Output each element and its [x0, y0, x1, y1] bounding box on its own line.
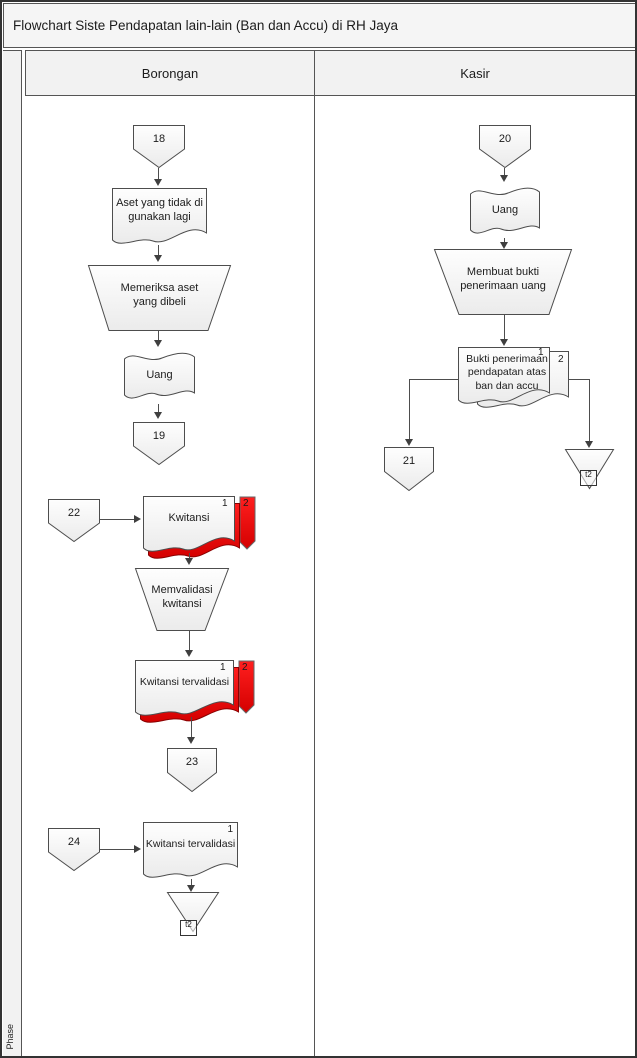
document-uang-borongan: Uang — [124, 349, 195, 403]
lane-body-kasir: 20 Uang Membuat bukti penerimaan uang Bu… — [315, 96, 635, 1056]
flow-line — [189, 553, 190, 558]
manual-op-memeriksa: Memeriksa aset yang dibeli — [87, 265, 232, 331]
arrowhead-down-icon — [185, 650, 193, 657]
arrowhead-down-icon — [500, 242, 508, 249]
offpage-connector-19: 19 — [133, 422, 185, 466]
arrowhead-down-icon — [500, 175, 508, 182]
arrowhead-down-icon — [500, 339, 508, 346]
arrowhead-down-icon — [154, 412, 162, 419]
lane-header-borongan: Borongan — [25, 50, 315, 96]
multidoc-bukti-penerimaan: Bukti penerimaan pendapatan atas ban dan… — [458, 347, 574, 409]
flow-line — [100, 519, 134, 520]
copy-1-label: 1 — [220, 662, 226, 673]
flow-line — [158, 168, 159, 179]
flow-line — [409, 379, 458, 380]
copy-1-label: 1 — [222, 498, 228, 509]
offpage-connector-20: 20 — [479, 125, 531, 169]
phase-label: Phase — [5, 1024, 15, 1050]
lane-label-borongan: Borongan — [141, 65, 199, 81]
offpage-connector-18: 18 — [133, 125, 185, 169]
copy-1-label: 1 — [227, 824, 233, 835]
archive-tag-kasir: t2 — [580, 470, 597, 486]
flow-line — [569, 379, 590, 380]
flow-line — [504, 315, 505, 339]
archive-tag-borongan: t2 — [180, 920, 197, 936]
arrowhead-down-icon — [187, 885, 195, 892]
arrowhead-down-icon — [185, 558, 193, 565]
manual-op-membuat-bukti: Membuat bukti penerimaan uang — [433, 249, 573, 315]
arrowhead-down-icon — [154, 340, 162, 347]
copy-2-label: 2 — [242, 662, 248, 673]
arrowhead-down-icon — [187, 737, 195, 744]
offpage-connector-22: 22 — [48, 499, 100, 543]
lane-header-kasir: Kasir — [314, 50, 635, 96]
archive-tag-label: t2 — [585, 470, 592, 479]
flow-line — [589, 379, 590, 441]
flow-line — [158, 245, 159, 255]
flow-line — [100, 849, 134, 850]
copy-1-label: 1 — [538, 347, 544, 358]
lane-divider — [314, 50, 315, 1056]
archive-triangle-borongan — [166, 892, 220, 933]
arrowhead-down-icon — [154, 179, 162, 186]
multidoc-kwitansi-tervalidasi: Kwitansi tervalidasi 1 2 — [135, 660, 255, 723]
diagram-title: Flowchart Siste Pendapatan lain-lain (Ba… — [13, 18, 398, 33]
archive-tag-label: t2 — [185, 920, 192, 929]
flow-line — [504, 238, 505, 242]
flow-line — [189, 631, 190, 650]
diagram-title-bar: Flowchart Siste Pendapatan lain-lain (Ba… — [3, 3, 635, 48]
arrowhead-right-icon — [134, 515, 141, 523]
lane-label-kasir: Kasir — [460, 65, 490, 81]
flow-line — [158, 404, 159, 412]
arrowhead-down-icon — [154, 255, 162, 262]
multidoc-kwitansi: Kwitansi 1 2 — [143, 496, 256, 559]
flow-line — [191, 879, 192, 885]
flow-line — [504, 168, 505, 175]
copy-2-label: 2 — [243, 498, 249, 509]
arrowhead-down-icon — [585, 441, 593, 448]
document-uang-kasir: Uang — [470, 184, 540, 238]
phase-strip: Phase — [3, 50, 22, 1056]
document-aset: Aset yang tidak di gunakan lagi — [112, 188, 207, 245]
arrowhead-right-icon — [134, 845, 141, 853]
archive-triangle-kasir — [564, 449, 615, 490]
offpage-connector-21: 21 — [384, 447, 434, 492]
manual-op-memvalidasi: Memvalidasi kwitansi — [134, 568, 230, 631]
flow-line — [191, 717, 192, 737]
offpage-connector-23: 23 — [167, 748, 217, 793]
lane-body-borongan: 18 Aset yang tidak di gunakan lagi Memer… — [24, 96, 314, 1056]
copy-2-label: 2 — [558, 354, 564, 365]
offpage-connector-24: 24 — [48, 828, 100, 872]
arrowhead-down-icon — [405, 439, 413, 446]
document-kwitansi-tervalidasi-arsip: Kwitansi tervalidasi 1 — [143, 822, 238, 879]
flow-line — [409, 379, 410, 439]
flow-line — [158, 331, 159, 340]
